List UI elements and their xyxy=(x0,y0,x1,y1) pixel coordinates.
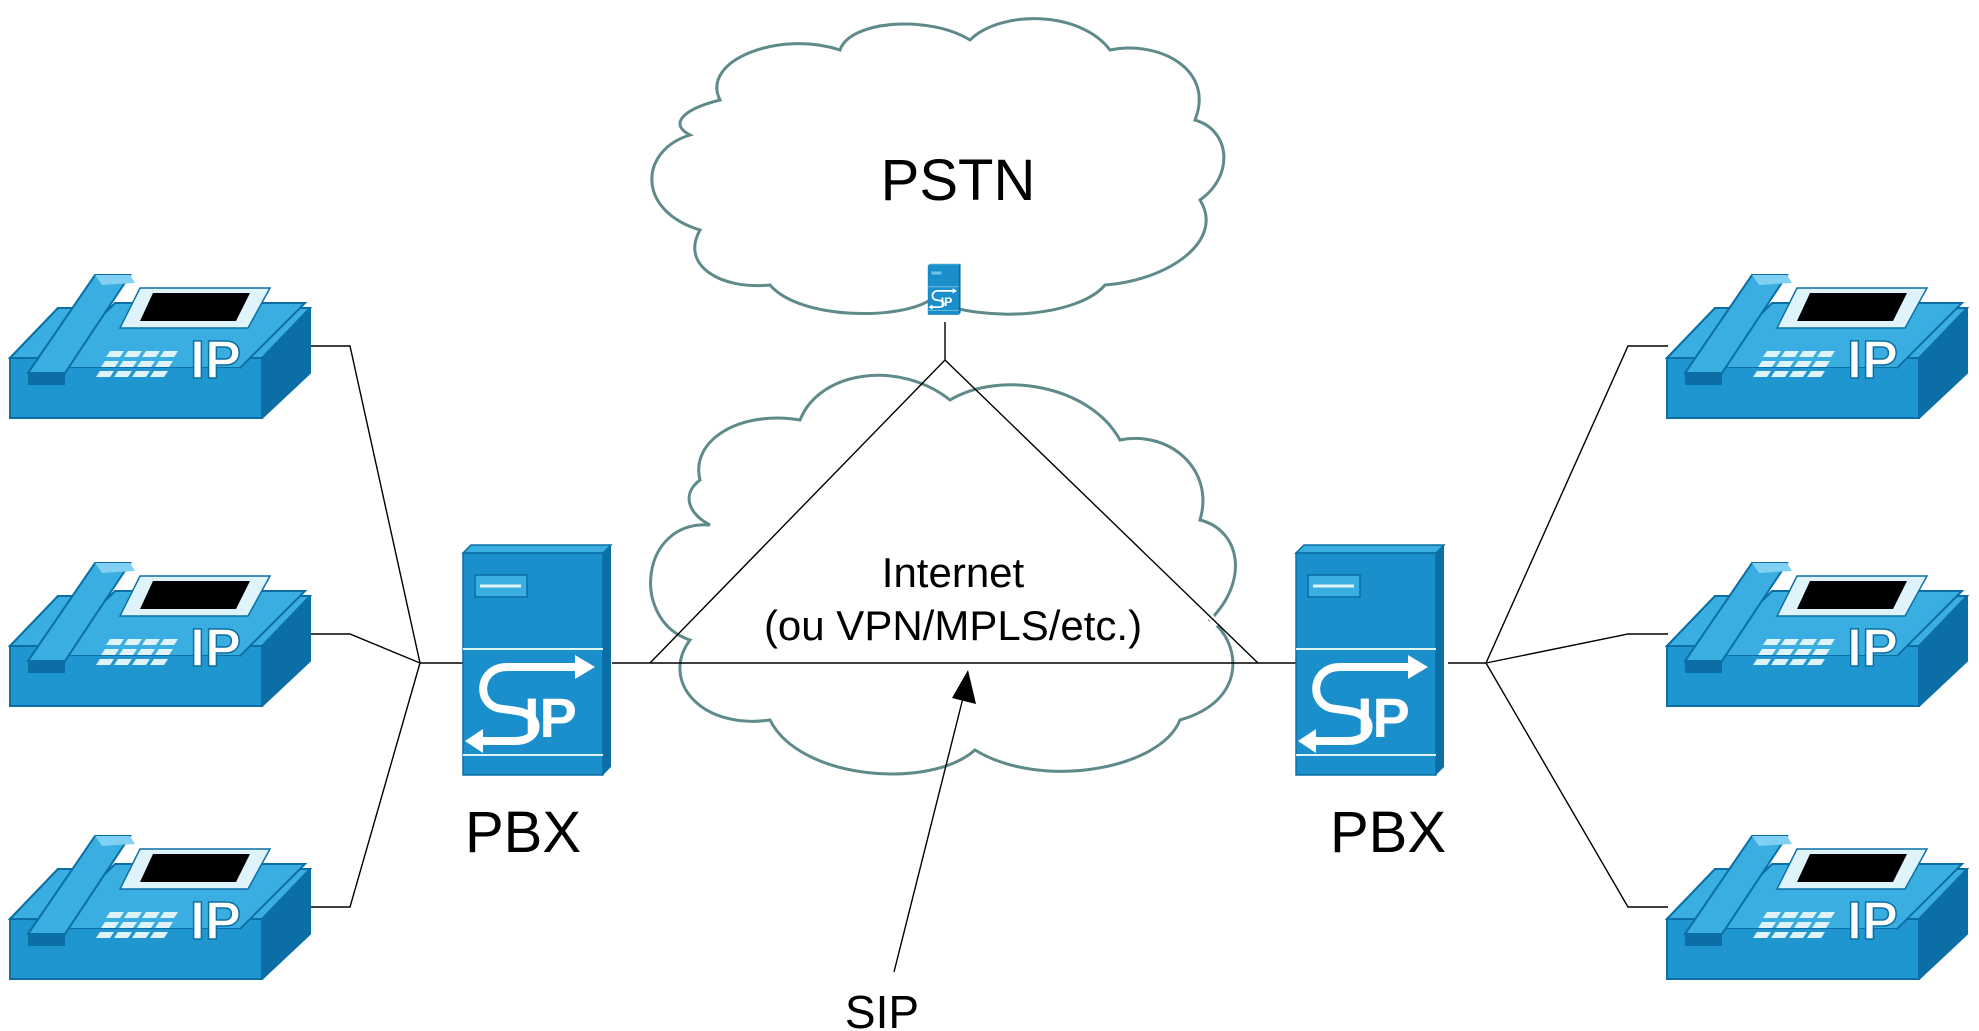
link-phone-left-2 xyxy=(311,633,421,664)
link-phone-left-1 xyxy=(311,345,463,664)
link-phone-right-2 xyxy=(1485,633,1668,664)
phone-badge: IP xyxy=(190,330,241,390)
ip-phone-icon xyxy=(9,835,311,980)
sip-label: SIP xyxy=(845,986,919,1031)
ip-phone-icon xyxy=(9,274,311,419)
connections xyxy=(311,322,1668,908)
pstn-gateway: IP xyxy=(927,263,962,316)
ip-phone-icon xyxy=(9,562,311,707)
phone-badge: IP xyxy=(1847,330,1898,390)
link-phone-left-3 xyxy=(311,662,421,908)
phone-badge: IP xyxy=(1847,891,1898,951)
phone-badge: IP xyxy=(190,891,241,951)
phone-badge: IP xyxy=(190,618,241,678)
phone-badge: IP xyxy=(1847,618,1898,678)
ip-phone-icon xyxy=(1666,835,1968,980)
server-badge: IP xyxy=(1357,686,1410,749)
internet-sublabel: (ou VPN/MPLS/etc.) xyxy=(764,602,1142,649)
server-badge: IP xyxy=(941,295,953,309)
link-phone-right-1 xyxy=(1448,345,1668,664)
link-pbx-right-to-pstn xyxy=(944,359,1259,664)
pbx-label-right: PBX xyxy=(1330,800,1446,865)
ip-phone-icon xyxy=(1666,274,1968,419)
arrow-icon xyxy=(893,697,964,973)
server-badge: IP xyxy=(524,686,577,749)
sip-arrow xyxy=(893,670,976,973)
pstn-cloud xyxy=(650,17,1226,316)
internet-label: Internet xyxy=(882,549,1025,596)
link-phone-right-3 xyxy=(1485,662,1668,908)
pstn-label: PSTN xyxy=(881,148,1036,213)
ip-phone-icon xyxy=(1666,562,1968,707)
pbx-label-left: PBX xyxy=(465,800,581,865)
